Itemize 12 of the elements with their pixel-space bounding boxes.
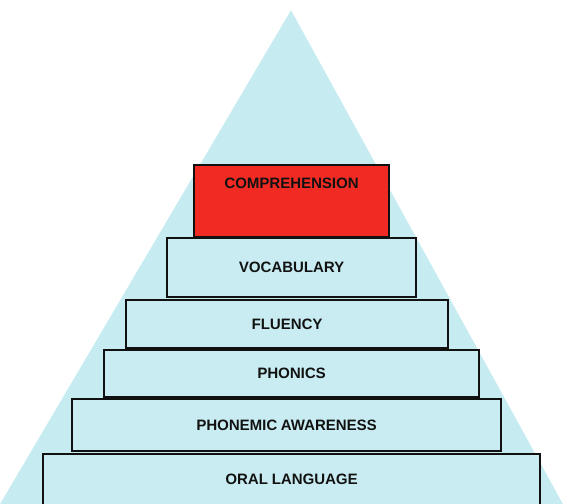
tier-label: FLUENCY <box>252 316 322 332</box>
tier-label: COMPREHENSION <box>224 175 359 192</box>
pyramid-tier <box>125 299 449 349</box>
tier-label: PHONICS <box>257 365 326 382</box>
tier-label: PHONEMIC AWARENESS <box>196 416 377 434</box>
pyramid-tier <box>193 164 390 238</box>
pyramid-tier <box>166 237 417 298</box>
pyramid-tier <box>103 349 480 398</box>
tier-label: ORAL LANGUAGE <box>225 471 358 488</box>
tier-label: VOCABULARY <box>238 259 344 276</box>
pyramid-tier <box>42 453 541 504</box>
pyramid-tier <box>71 398 502 452</box>
